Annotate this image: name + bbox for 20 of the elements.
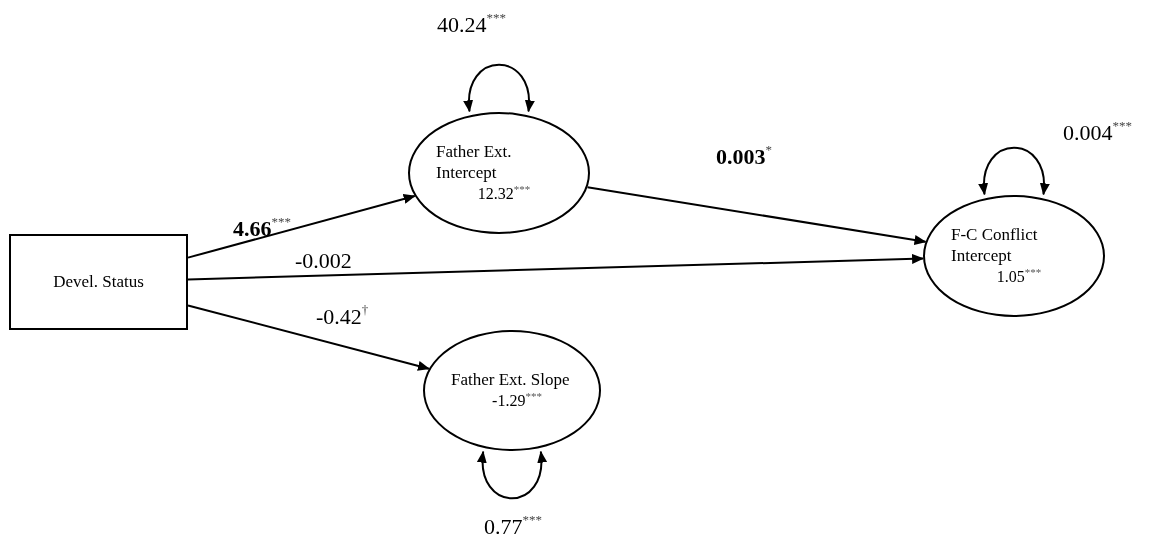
variable-name: Father Ext. Slope (451, 370, 570, 391)
variable-name: Father Ext. Intercept (436, 142, 513, 184)
edge-label: 0.77$^{***}$ (484, 516, 542, 538)
variance-value: 12.32$^{***}$ (477, 183, 531, 204)
variable-name: Devel. Status (53, 271, 144, 293)
edge-label: 40.24$^{***}$ (437, 14, 506, 36)
path-arrow (586, 186, 927, 245)
variance-value: -1.29$^{***}$ (492, 390, 542, 411)
edge-label: -0.002 (295, 250, 352, 272)
variance-arrow (979, 146, 1049, 196)
edge-label: 0.003$^{*}$ (716, 146, 772, 168)
variable-name: F-C Conflict Intercept (951, 225, 1039, 267)
variance-value: 1.05$^{***}$ (996, 266, 1042, 287)
edge-label: -0.42$^{†}$ (316, 306, 369, 328)
variance-arrow (477, 450, 547, 500)
variance-arrow (464, 63, 534, 113)
observed-variable-box (9, 234, 188, 330)
edge-label: 0.004$^{***}$ (1063, 122, 1132, 144)
edge-label: 4.66$^{***}$ (233, 218, 291, 240)
path-arrow (187, 304, 430, 371)
